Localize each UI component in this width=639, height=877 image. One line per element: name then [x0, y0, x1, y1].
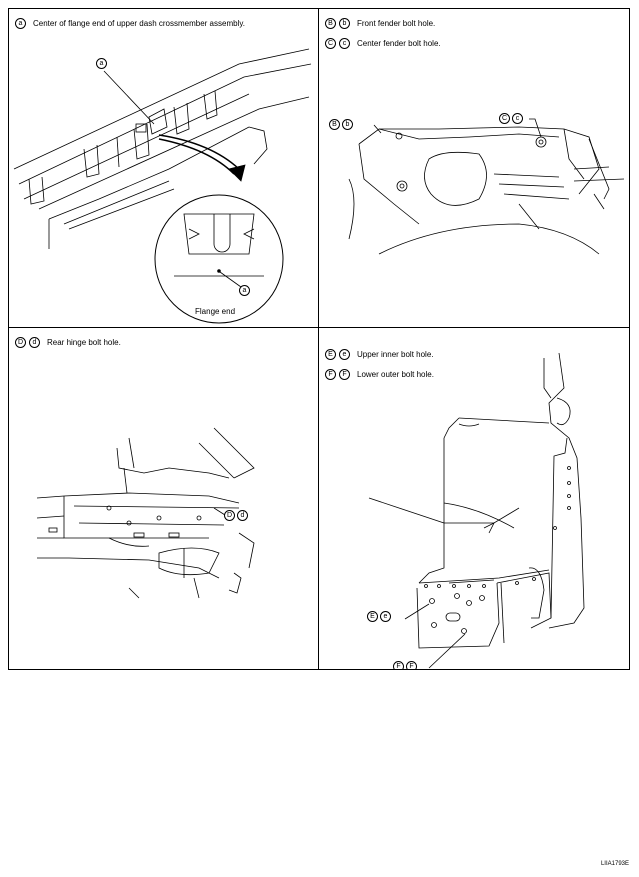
inset-label: Flange end: [195, 307, 236, 316]
badge-D: D: [15, 337, 26, 348]
badge-F2: F: [339, 369, 350, 380]
legend-b-text: Front fender bolt hole.: [357, 19, 436, 28]
legend-e: E e Upper inner bolt hole.: [325, 349, 434, 360]
callout-F: F: [393, 661, 404, 669]
legend-f-text: Lower outer bolt hole.: [357, 370, 434, 379]
badge-e: e: [339, 349, 350, 360]
callout-c-small: c: [512, 113, 523, 124]
callout-f: F F: [393, 661, 417, 669]
legend-e-text: Upper inner bolt hole.: [357, 350, 434, 359]
badge-E: E: [325, 349, 336, 360]
callout-C: C: [499, 113, 510, 124]
badge-d: d: [29, 337, 40, 348]
dash-crossmember-drawing: [13, 48, 312, 324]
callout-E: E: [367, 611, 378, 622]
callout-d-small: d: [237, 510, 248, 521]
panel-rear-hinge: D d Rear hinge bolt hole.: [8, 327, 319, 670]
callout-e: E e: [367, 611, 391, 622]
callout-b: B b: [329, 119, 353, 130]
legend-c: C c Center fender bolt hole.: [325, 38, 441, 49]
legend-d: D d Rear hinge bolt hole.: [15, 337, 121, 348]
callout-b-small: b: [342, 119, 353, 130]
panel-dash-crossmember: a Center of flange end of upper dash cro…: [8, 8, 319, 328]
legend-f: F F Lower outer bolt hole.: [325, 369, 434, 380]
callout-F-second: F: [406, 661, 417, 669]
legend-b: B b Front fender bolt hole.: [325, 18, 435, 29]
inner-outer-drawing: [368, 352, 585, 669]
figure-code: LIIA1793E: [600, 861, 629, 867]
fender-drawing: [348, 118, 625, 255]
callout-D: D: [224, 510, 235, 521]
callout-d: D d: [224, 510, 248, 521]
badge-c: c: [339, 38, 350, 49]
legend-a-text: Center of flange end of upper dash cross…: [33, 19, 245, 28]
callout-B: B: [329, 119, 340, 130]
legend-c-text: Center fender bolt hole.: [357, 39, 441, 48]
legend-a: a Center of flange end of upper dash cro…: [15, 18, 245, 29]
badge-F: F: [325, 369, 336, 380]
panel-inner-outer-bolts: E e Upper inner bolt hole. F F Lower out…: [318, 327, 630, 670]
callout-c: C c: [499, 113, 523, 124]
hinge-drawing: [36, 427, 255, 599]
callout-a-inset: a: [239, 285, 250, 296]
callout-e-small: e: [380, 611, 391, 622]
figure-grid: a Center of flange end of upper dash cro…: [8, 8, 630, 670]
badge-b: b: [339, 18, 350, 29]
legend-d-text: Rear hinge bolt hole.: [47, 338, 121, 347]
callout-a-top: a: [96, 58, 107, 69]
badge-a: a: [15, 18, 26, 29]
badge-C: C: [325, 38, 336, 49]
panel-fender-bolts: B b Front fender bolt hole. C c Center f…: [318, 8, 630, 328]
badge-B: B: [325, 18, 336, 29]
